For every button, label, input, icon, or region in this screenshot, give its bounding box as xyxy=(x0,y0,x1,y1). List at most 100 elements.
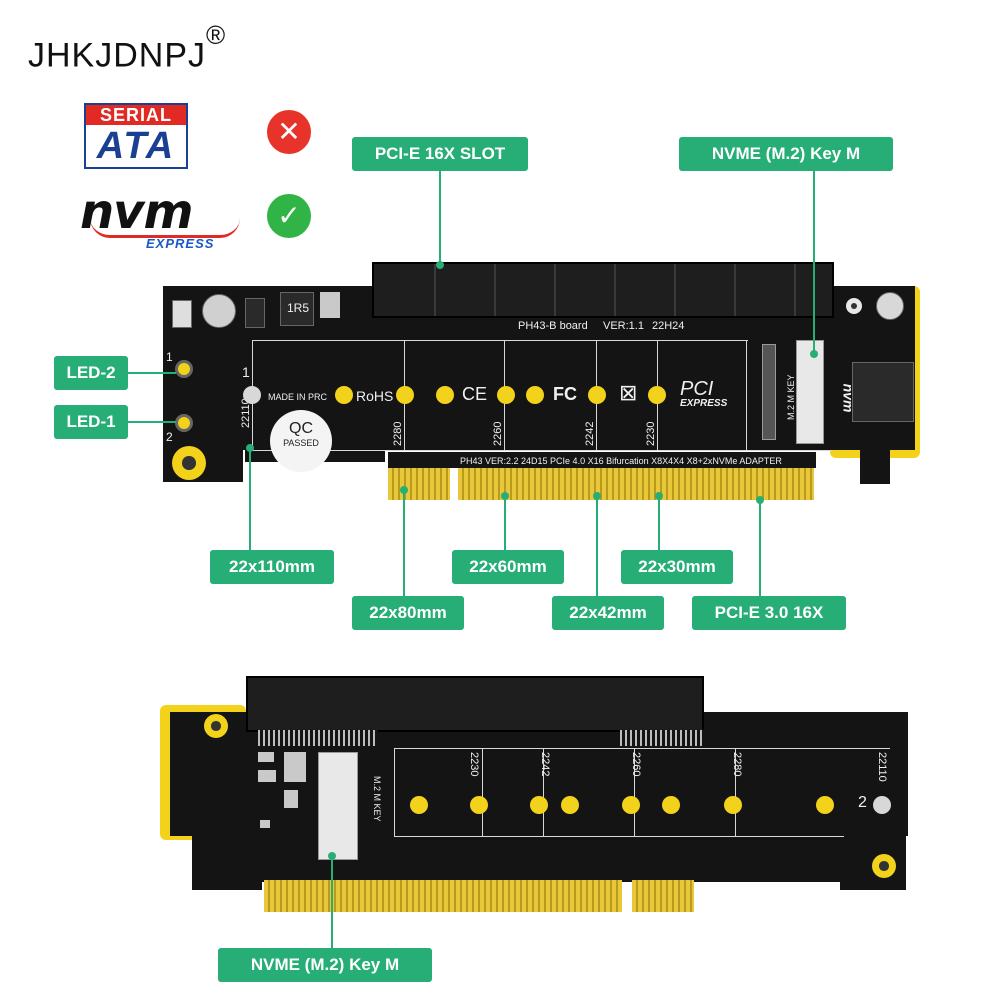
bottom-silk-div-2260 xyxy=(634,748,635,836)
top-hole-2242 xyxy=(588,386,606,404)
bottom-finger-base xyxy=(262,830,842,882)
top-board-bottom-text: PH43 VER:2.2 24D15 PCIe 4.0 X16 Bifurcat… xyxy=(460,456,782,466)
led-1 xyxy=(175,414,193,432)
top-board-date: 22H24 xyxy=(652,320,685,332)
right-capacitor xyxy=(876,292,904,320)
smd-cluster xyxy=(320,292,340,318)
serial-ata-logo: SERIAL ATA xyxy=(84,103,188,169)
top-finger-base xyxy=(388,452,816,468)
bottom-pos-2280: 2280 xyxy=(731,752,743,777)
qc-label: QC xyxy=(289,420,313,437)
label-22x80: 22x80mm xyxy=(352,596,464,630)
top-silk-frame-bottom xyxy=(252,450,832,451)
bottom-right-mount-hole xyxy=(872,854,896,878)
bottom-smd-3 xyxy=(284,752,306,782)
top-hole-2280 xyxy=(396,386,414,404)
bottom-pcie-slot xyxy=(246,676,704,732)
cross-icon: ✕ xyxy=(267,110,311,154)
line-22x80 xyxy=(403,490,405,596)
bottom-hole-2230 xyxy=(470,796,488,814)
bottom-gold-fingers-short xyxy=(632,880,694,912)
top-pos-2230: 2230 xyxy=(645,421,657,446)
bottom-pos-2242: 2242 xyxy=(539,752,551,777)
top-board-ver: VER:1.1 xyxy=(603,320,644,332)
registered-mark: ® xyxy=(206,20,227,50)
top-pcie-slot xyxy=(372,262,834,318)
qc-passed-sticker: QC PASSED xyxy=(270,410,332,472)
bottom-pos-2230: 2230 xyxy=(468,752,480,777)
dot-22x42 xyxy=(593,492,601,500)
dot-nvme-bottom xyxy=(328,852,336,860)
led2-num: 1 xyxy=(166,350,173,364)
bottom-silk-div-2280 xyxy=(735,748,736,836)
bottom-silk-bottom xyxy=(394,836,844,837)
top-key-label: M.2 M KEY xyxy=(786,374,796,420)
top-board-right-tab xyxy=(860,440,890,484)
passed-label: PASSED xyxy=(283,438,319,448)
label-22x110: 22x110mm xyxy=(210,550,334,584)
dot-pcie-3-16x xyxy=(756,496,764,504)
bottom-hole-c xyxy=(662,796,680,814)
label-22x42: 22x42mm xyxy=(552,596,664,630)
bottom-key-label: M.2 M KEY xyxy=(372,776,382,822)
dot-22x80 xyxy=(400,486,408,494)
bottom-slot-pins-left xyxy=(258,730,378,746)
pci-logo: PCI xyxy=(680,378,714,400)
nvm-logo-word: nvm xyxy=(80,184,193,240)
fc-mark: FC xyxy=(553,384,577,404)
led-2 xyxy=(175,360,193,378)
weee-bin-icon: ⊠ xyxy=(619,380,638,405)
inductor-label: 1R5 xyxy=(287,301,310,315)
top-pos-2260: 2260 xyxy=(492,421,504,446)
bottom-m2-connector xyxy=(318,752,358,860)
line-nvme-top xyxy=(813,171,815,353)
top-gold-fingers-short xyxy=(388,466,450,500)
brand-name: JHKJDNPJ® xyxy=(28,20,227,75)
made-in-prc: MADE IN PRC xyxy=(268,392,328,402)
nvm-swoosh xyxy=(90,218,240,238)
inductor: 1R5 xyxy=(280,292,314,326)
top-silk-div-key xyxy=(746,340,747,450)
bottom-hole-2260 xyxy=(622,796,640,814)
label-led1: LED-1 xyxy=(54,405,128,439)
label-pcie-16x-slot: PCI-E 16X SLOT xyxy=(352,137,528,171)
top-gold-fingers-long xyxy=(458,466,814,500)
label-22x30: 22x30mm xyxy=(621,550,733,584)
bottom-pos-2260: 2260 xyxy=(630,752,642,777)
top-hole-a xyxy=(335,386,353,404)
top-hole-c xyxy=(526,386,544,404)
top-m2-standoff-rail xyxy=(762,344,776,440)
line-22x30 xyxy=(658,496,660,550)
bottom-silk-div-2230 xyxy=(482,748,483,836)
top-hole-b xyxy=(436,386,454,404)
label-led2: LED-2 xyxy=(54,356,128,390)
left-diode xyxy=(172,300,192,328)
line-led1 xyxy=(128,421,176,423)
top-num-1: 1 xyxy=(242,364,250,380)
top-standoff-22110 xyxy=(243,386,261,404)
sata-logo-bottom: ATA xyxy=(96,125,176,167)
left-capacitor xyxy=(202,294,236,328)
check-icon: ✓ xyxy=(267,194,311,238)
bottom-silk-left xyxy=(394,748,395,836)
top-left-mount-hole xyxy=(172,446,206,480)
top-board-name: PH43-B board xyxy=(518,320,588,332)
line-pcie-3-16x xyxy=(759,500,761,596)
nvm-express-logo: nvm EXPRESS xyxy=(80,184,250,258)
label-pcie-3-16x: PCI-E 3.0 16X xyxy=(692,596,846,630)
bottom-silk-div-2242 xyxy=(543,748,544,836)
bottom-hole-2242 xyxy=(530,796,548,814)
bottom-hole-2280 xyxy=(724,796,742,814)
top-silk-frame-top xyxy=(252,340,748,341)
dot-nvme-top xyxy=(810,350,818,358)
bottom-smd-5 xyxy=(260,820,270,828)
bottom-silk-top xyxy=(394,748,890,749)
top-pos-2242: 2242 xyxy=(584,421,596,446)
line-22x42 xyxy=(596,496,598,596)
pci-logo-sub: EXPRESS xyxy=(680,398,728,409)
top-pos-2280: 2280 xyxy=(392,421,404,446)
label-nvme-bottom: NVME (M.2) Key M xyxy=(218,948,432,982)
top-hole-2260 xyxy=(497,386,515,404)
label-22x60: 22x60mm xyxy=(452,550,564,584)
line-nvme-bottom xyxy=(331,856,333,948)
